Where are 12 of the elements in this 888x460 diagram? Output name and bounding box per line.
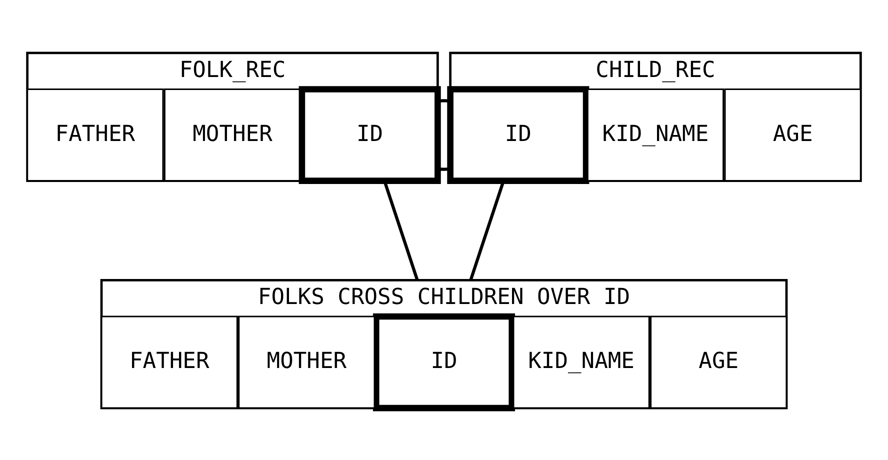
node-box: FATHER xyxy=(26,88,164,182)
node-box: KID_NAME xyxy=(586,88,724,182)
node-box: MOTHER xyxy=(164,88,302,182)
node-box: AGE xyxy=(724,88,862,182)
node-box: ID xyxy=(447,86,590,184)
node-box: ID xyxy=(372,312,516,411)
node-box: ID xyxy=(298,86,441,184)
node-box: FATHER xyxy=(100,315,238,408)
node-box: KID_NAME xyxy=(512,315,650,408)
node-box: AGE xyxy=(650,315,788,408)
node-box: MOTHER xyxy=(238,315,376,408)
connector xyxy=(438,98,450,170)
